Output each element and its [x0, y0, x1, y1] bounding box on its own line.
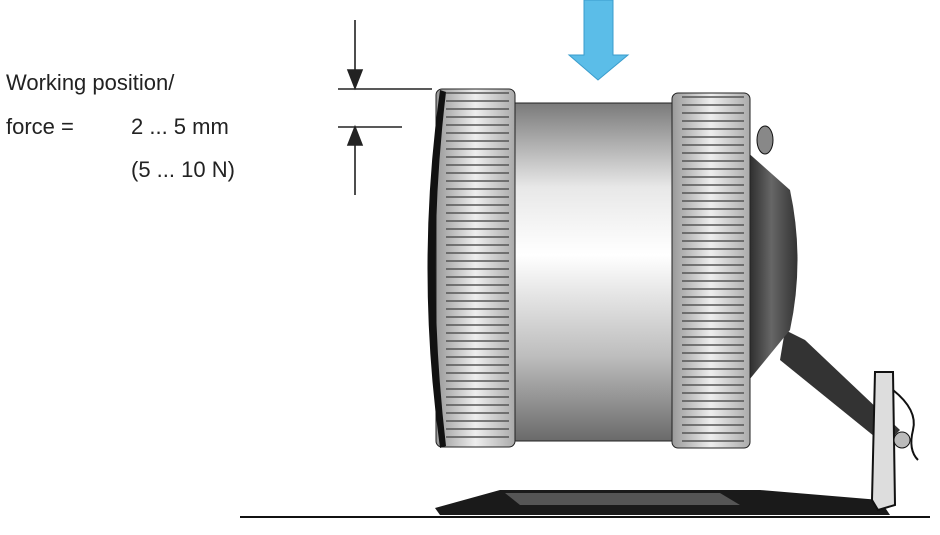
force-direction-arrow-icon — [567, 0, 630, 81]
mounting-bracket — [870, 371, 897, 512]
cylinder-body — [504, 102, 686, 442]
rear-housing — [745, 150, 798, 385]
dimension-arrow-down-icon — [346, 69, 364, 91]
mounting-arm — [780, 330, 900, 445]
dimension-marker — [338, 20, 432, 195]
front-face — [427, 90, 446, 448]
front-ring — [435, 88, 516, 448]
force-value: (5 ... 10 N) — [131, 157, 235, 182]
distance-value: 2 ... 5 mm — [131, 114, 229, 139]
force-label: force = — [6, 114, 74, 139]
working-position-label: Working position/ — [6, 70, 175, 95]
rear-ring — [671, 92, 751, 449]
